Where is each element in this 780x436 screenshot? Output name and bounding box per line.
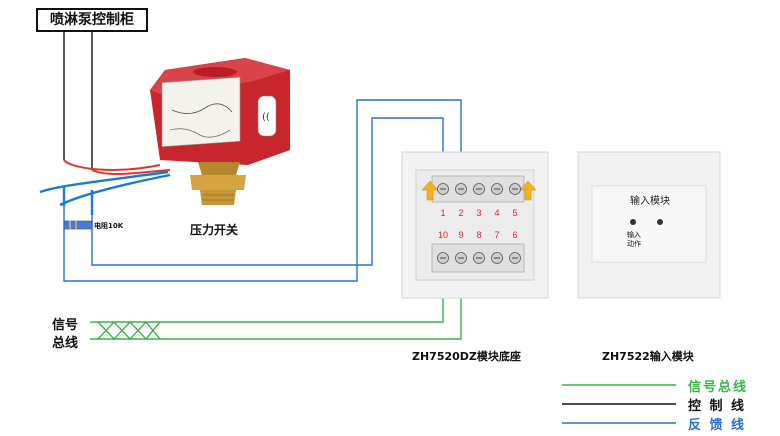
red-wire-1 <box>63 159 161 171</box>
input-module-label: ZH7522输入模块 <box>602 350 694 363</box>
blue-wire-2 <box>59 173 171 207</box>
red-wire-2 <box>91 169 171 175</box>
terminal-9: 9 <box>458 230 464 240</box>
base-module-label: ZH7520DZ模块底座 <box>412 350 521 363</box>
status-led-icon <box>657 219 663 225</box>
signal-bus-label-1: 信号 <box>52 318 79 333</box>
input-module-title: 输入模块 <box>630 196 670 207</box>
terminal-7: 7 <box>494 230 500 240</box>
top-terminal-screws <box>437 183 521 195</box>
resistor-icon <box>63 220 93 230</box>
feedback-line-inner <box>91 117 444 266</box>
signal-bus-line-1 <box>90 262 444 323</box>
legend-control: 控 制 线 <box>688 399 747 414</box>
legend-feedback: 反 馈 线 <box>688 418 747 433</box>
terminal-3: 3 <box>476 208 482 218</box>
legend-signal: 信号总线 <box>688 380 749 395</box>
signal-bus-label-2: 总线 <box>52 336 79 351</box>
twisted-pair-a <box>97 320 161 341</box>
pressure-switch-label: 压力开关 <box>190 223 239 237</box>
module-base <box>401 151 549 299</box>
input-led-icon <box>630 219 636 225</box>
terminal-10: 10 <box>437 230 448 240</box>
terminal-4: 4 <box>494 208 500 218</box>
blue-wire-1 <box>39 170 169 194</box>
twisted-pair-b <box>97 320 161 341</box>
arrow-right-icon <box>519 180 537 201</box>
svg-text:((: (( <box>262 112 270 123</box>
terminal-6: 6 <box>512 230 518 240</box>
control-cabinet-title: 喷淋泵控制柜 <box>36 8 148 32</box>
terminal-5: 5 <box>512 208 518 218</box>
terminal-1: 1 <box>440 208 446 218</box>
terminal-2: 2 <box>458 208 464 218</box>
feedback-line-outer <box>63 99 462 282</box>
resistor-label: 电阻10K <box>94 222 124 230</box>
arrow-left-icon <box>421 180 439 201</box>
terminal-8: 8 <box>476 230 482 240</box>
indicator-label-1: 输入 <box>627 231 641 239</box>
bottom-terminal-screws <box>437 252 521 264</box>
pressure-switch-icon: (( <box>150 58 290 205</box>
input-module <box>577 151 721 299</box>
indicator-label-2: 动作 <box>627 240 641 248</box>
